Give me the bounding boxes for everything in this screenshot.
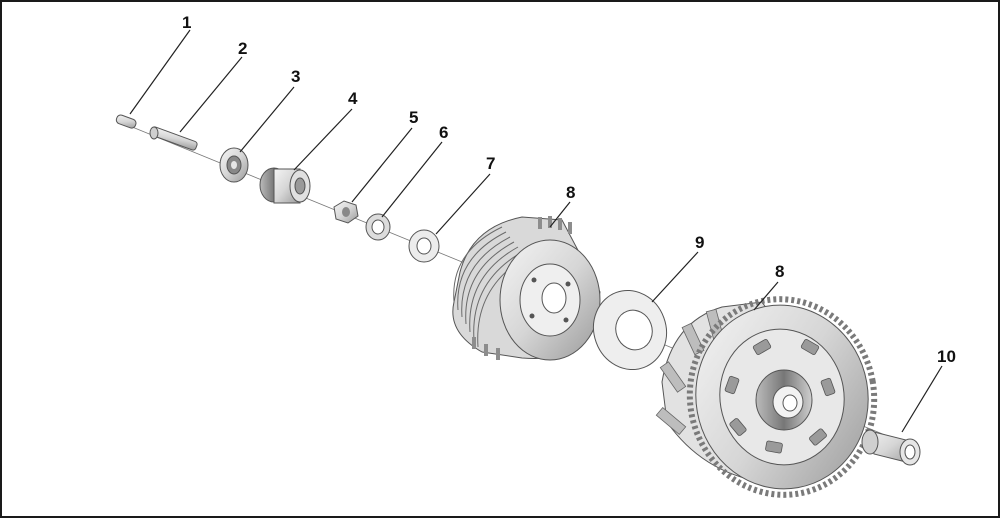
part-8-clutch-basket — [655, 296, 878, 498]
leader-6 — [381, 141, 443, 218]
leader-7 — [435, 173, 491, 235]
callout-3: 3 — [291, 67, 300, 86]
callout-6: 6 — [439, 123, 448, 142]
part-8-clutch-pack — [452, 216, 601, 361]
callout-10: 10 — [937, 347, 956, 366]
callout-8-clutch-pack: 8 — [566, 183, 575, 202]
callout-1: 1 — [182, 13, 191, 32]
leader-4 — [293, 108, 353, 171]
part-9-thrust-washer — [593, 289, 667, 371]
part-2-push-rod — [149, 126, 198, 151]
leader-8b — [753, 281, 779, 311]
part-7-washer — [408, 229, 440, 263]
leader-3 — [239, 86, 295, 153]
leader-9 — [651, 251, 699, 303]
part-3-bearing — [219, 147, 249, 183]
callout-9: 9 — [695, 233, 704, 252]
leader-10 — [901, 365, 943, 433]
callout-7: 7 — [486, 154, 495, 173]
leader-2 — [179, 56, 243, 133]
leader-5 — [351, 127, 413, 203]
callout-labels: 1 2 3 4 5 6 7 8 9 8 10 — [182, 13, 956, 366]
part-10-bushing — [861, 429, 921, 466]
callout-2: 2 — [238, 39, 247, 58]
leader-8a — [549, 201, 571, 228]
callout-8-basket: 8 — [775, 262, 784, 281]
callout-4: 4 — [348, 89, 358, 108]
leader-1 — [129, 29, 191, 115]
callout-5: 5 — [409, 108, 418, 127]
part-4-lifter — [259, 167, 311, 204]
leader-lines — [129, 29, 943, 433]
part-5-nut — [333, 200, 359, 224]
part-1-pin — [115, 114, 137, 129]
part-6-washer — [365, 213, 391, 241]
